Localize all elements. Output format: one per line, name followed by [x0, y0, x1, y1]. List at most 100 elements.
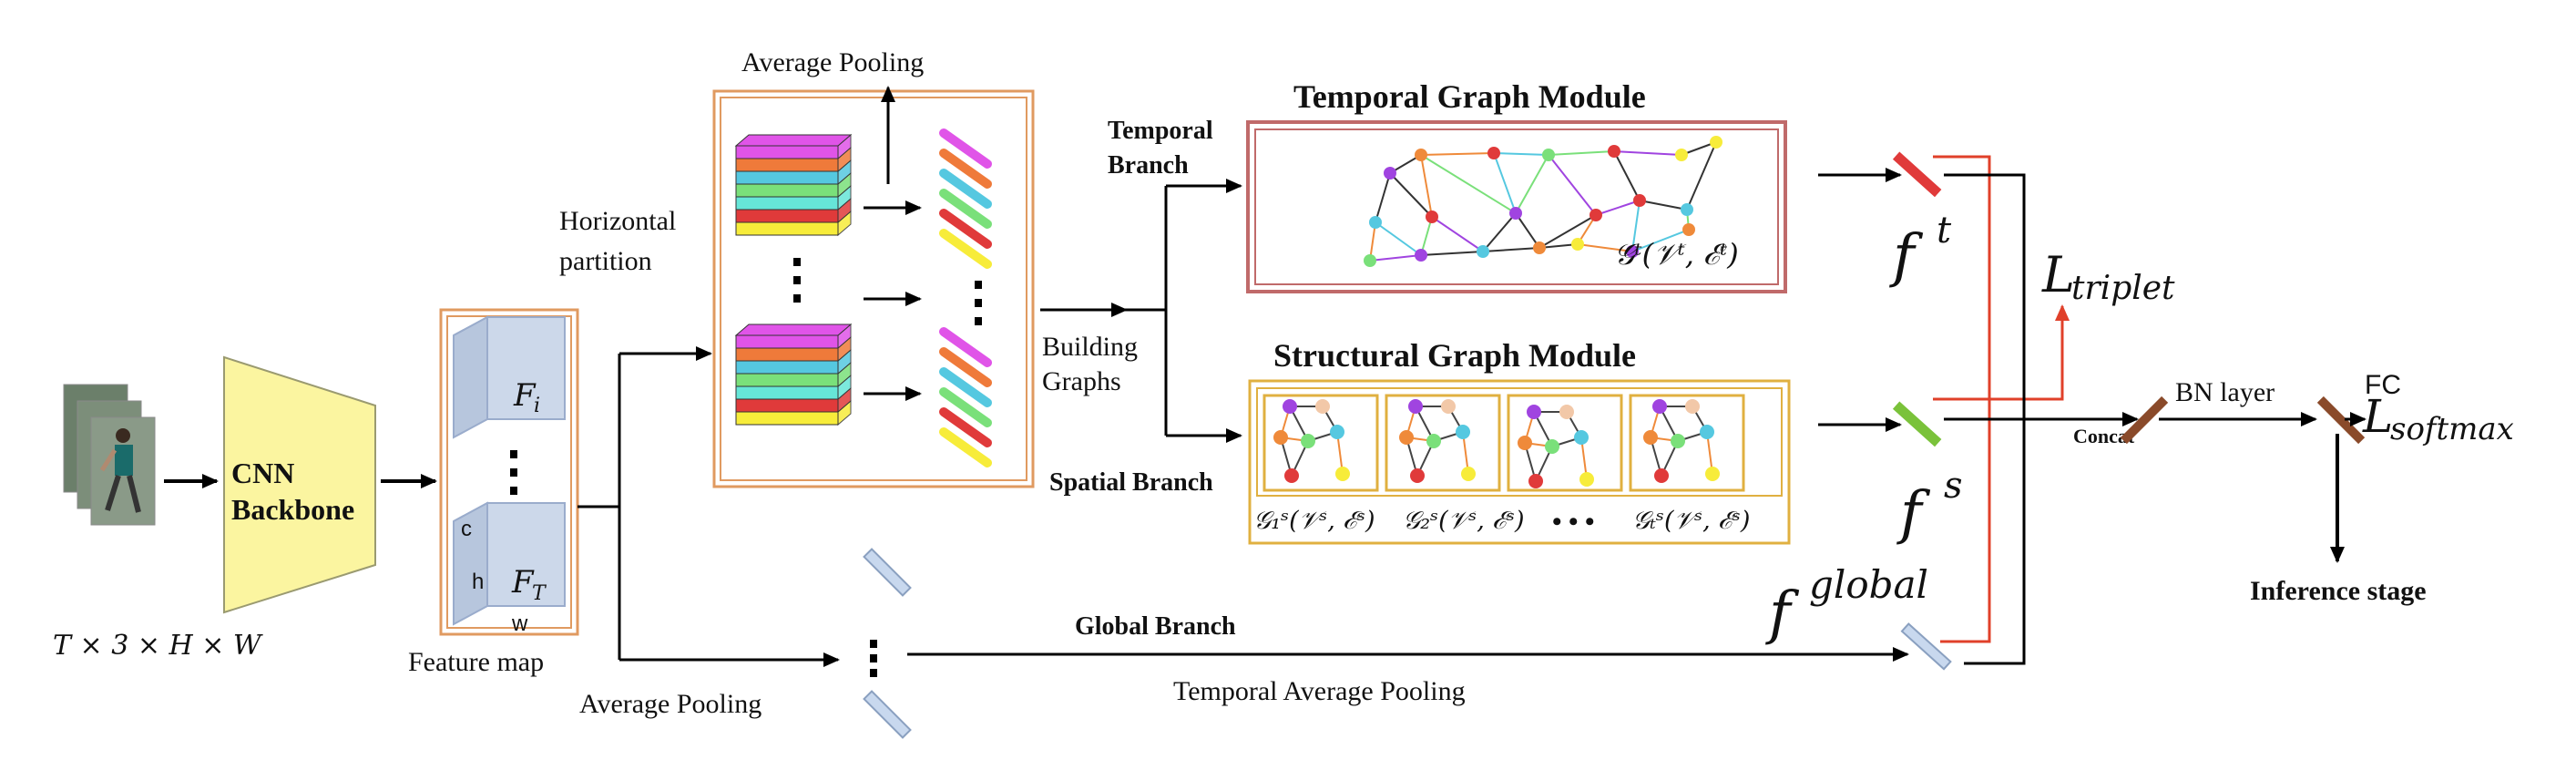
graph-node — [1681, 203, 1693, 216]
structural-graph-label-2: 𝒢₂ˢ(𝒱ˢ, ℰˢ) — [1403, 507, 1525, 535]
graph-node — [1410, 468, 1425, 483]
feature-map-box — [439, 308, 579, 636]
graph-node — [1477, 245, 1489, 258]
feature-cube-i — [453, 315, 566, 439]
pooled-stripes — [939, 128, 992, 467]
graph-node — [1518, 436, 1532, 450]
structural-module-box — [1248, 379, 1791, 545]
graph-node — [1700, 425, 1714, 439]
pooled-stripe — [939, 189, 992, 229]
backbone-label-2: Backbone — [231, 493, 354, 526]
graph-node — [1415, 249, 1427, 262]
avg-pooling-top: Average Pooling — [741, 47, 924, 77]
fglobal-bar — [1900, 622, 1952, 671]
graph-node — [1710, 136, 1722, 149]
pooled-stripe — [939, 427, 992, 467]
ft-sup: t — [1937, 210, 1952, 252]
graph-node — [1559, 405, 1574, 419]
graph-node — [1652, 399, 1667, 414]
graph-node — [1369, 216, 1382, 229]
dim-c: c — [461, 517, 472, 541]
graph-node — [1590, 209, 1602, 221]
structural-panel — [1629, 394, 1745, 492]
horizontal-partition-2: partition — [559, 246, 652, 276]
dim-h: h — [472, 570, 484, 594]
global-branch-label: Global Branch — [1075, 612, 1236, 641]
graph-node — [1461, 467, 1476, 481]
graph-node — [1364, 254, 1376, 267]
temporal-graph-label: 𝒢ᵗ(𝒱ᵗ, ℰᵗ) — [1614, 237, 1739, 272]
graph-node — [1426, 211, 1438, 223]
structural-panel — [1507, 394, 1623, 492]
graph-node — [1384, 167, 1396, 180]
pooled-stripe — [939, 327, 992, 367]
graph-node — [1335, 467, 1350, 481]
graph-node — [1675, 149, 1688, 161]
global-avg-pooling: Average Pooling — [579, 689, 762, 719]
backbone-label-1: CNN — [231, 457, 294, 489]
fglobal-label: f — [1765, 580, 1800, 647]
concat-bar — [2120, 395, 2169, 445]
ft-label: f — [1889, 222, 1924, 290]
pooled-stripe — [939, 169, 992, 209]
structural-graph-label-1: 𝒢₁ˢ(𝒱ˢ, ℰˢ) — [1253, 507, 1375, 535]
graph-node — [1273, 430, 1288, 445]
ft-bar — [1892, 151, 1942, 198]
graph-node — [1533, 241, 1546, 254]
pooled-stripe — [939, 347, 992, 387]
inference-stage-label: Inference stage — [2250, 576, 2427, 606]
graph-node — [1643, 430, 1658, 445]
cube-i-sub: i — [534, 395, 540, 417]
bn-bar — [2316, 395, 2366, 445]
structural-panel — [1262, 394, 1379, 492]
graph-node — [1315, 399, 1330, 414]
graph-node — [1408, 399, 1423, 414]
fglobal-sup: global — [1809, 562, 1928, 607]
building-graphs-2: Graphs — [1042, 366, 1121, 396]
graph-node — [1633, 194, 1646, 207]
horizontal-partition-1: Horizontal — [559, 206, 676, 236]
temporal-branch-2: Branch — [1108, 151, 1189, 180]
graph-node — [1542, 149, 1555, 161]
fs-bar — [1892, 401, 1942, 447]
bn-layer-label: BN layer — [2175, 377, 2274, 407]
pooled-stripe — [939, 407, 992, 447]
temporal-graph — [1364, 136, 1722, 267]
pooled-stripe — [939, 367, 992, 407]
graph-node — [1571, 238, 1584, 251]
pooled-stripe — [939, 229, 992, 269]
graph-node — [1685, 399, 1700, 414]
graph-node — [1399, 430, 1414, 445]
feature-cube-t — [453, 501, 566, 626]
building-graphs-1: Building — [1042, 332, 1138, 362]
spatial-branch-label: Spatial Branch — [1049, 468, 1213, 497]
structural-graph-label-3: 𝒢ₜˢ(𝒱ˢ, ℰˢ) — [1632, 507, 1750, 535]
temporal-module-title: Temporal Graph Module — [1293, 78, 1646, 115]
cube-t-sub: T — [532, 582, 547, 605]
input-frames — [63, 384, 156, 526]
softmax-loss-sub: softmax — [2390, 411, 2514, 447]
graph-node — [1415, 149, 1427, 161]
stripe-stack-2 — [734, 323, 853, 426]
graph-node — [1426, 434, 1441, 448]
graph-node — [1301, 434, 1315, 448]
graph-node — [1574, 430, 1589, 445]
temporal-module-box — [1246, 120, 1787, 293]
graph-node — [1527, 405, 1541, 419]
stripe-stack-1 — [734, 133, 853, 237]
pooled-stripe — [939, 209, 992, 249]
graph-node — [1545, 439, 1559, 454]
triplet-loss-label: L — [2041, 246, 2075, 303]
dim-w: w — [511, 611, 528, 636]
triplet-loss-sub: triplet — [2071, 270, 2175, 307]
fc-label: FC — [2365, 370, 2401, 400]
partition-box — [712, 89, 1035, 488]
feature-map-caption: Feature map — [408, 647, 544, 677]
graph-node — [1682, 223, 1695, 236]
structural-module-title: Structural Graph Module — [1273, 337, 1636, 374]
graph-node — [1509, 207, 1522, 220]
temporal-avg-pooling: Temporal Average Pooling — [1173, 676, 1466, 706]
softmax-loss-label: L — [2362, 390, 2393, 443]
cnn-backbone — [223, 355, 376, 614]
